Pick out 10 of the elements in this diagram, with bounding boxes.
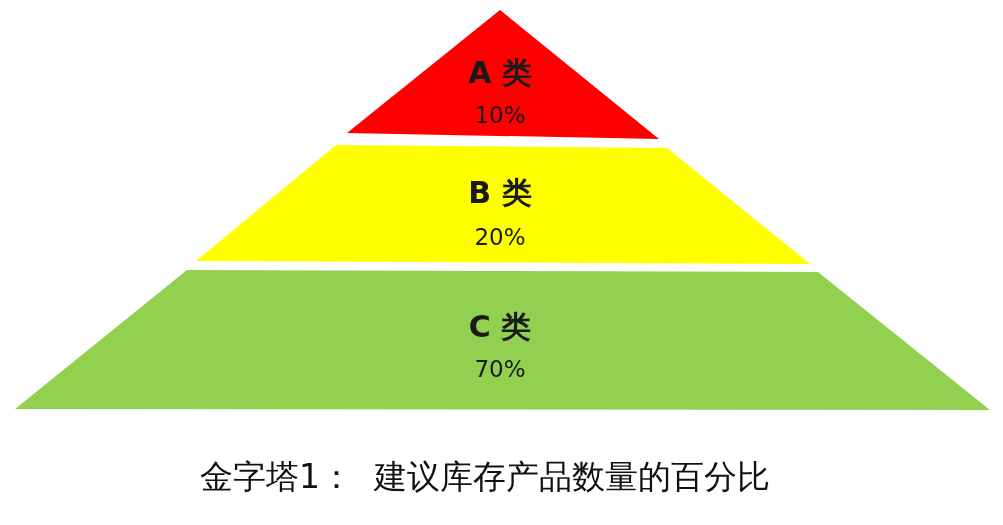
tier-heading: A 类 — [468, 58, 532, 88]
caption: 金字塔1： 建议库存产品数量的百分比 — [200, 459, 770, 493]
trapezoid-segment — [15, 270, 990, 410]
percentage-label: 70% — [474, 357, 526, 381]
tier-heading: B 类 — [468, 178, 532, 208]
percentage-label: 20% — [474, 225, 526, 249]
percentage-label: 10% — [474, 103, 526, 127]
trapezoid-segment — [196, 145, 810, 264]
triangle-segment — [347, 10, 659, 139]
tier-heading: C 类 — [468, 312, 532, 342]
